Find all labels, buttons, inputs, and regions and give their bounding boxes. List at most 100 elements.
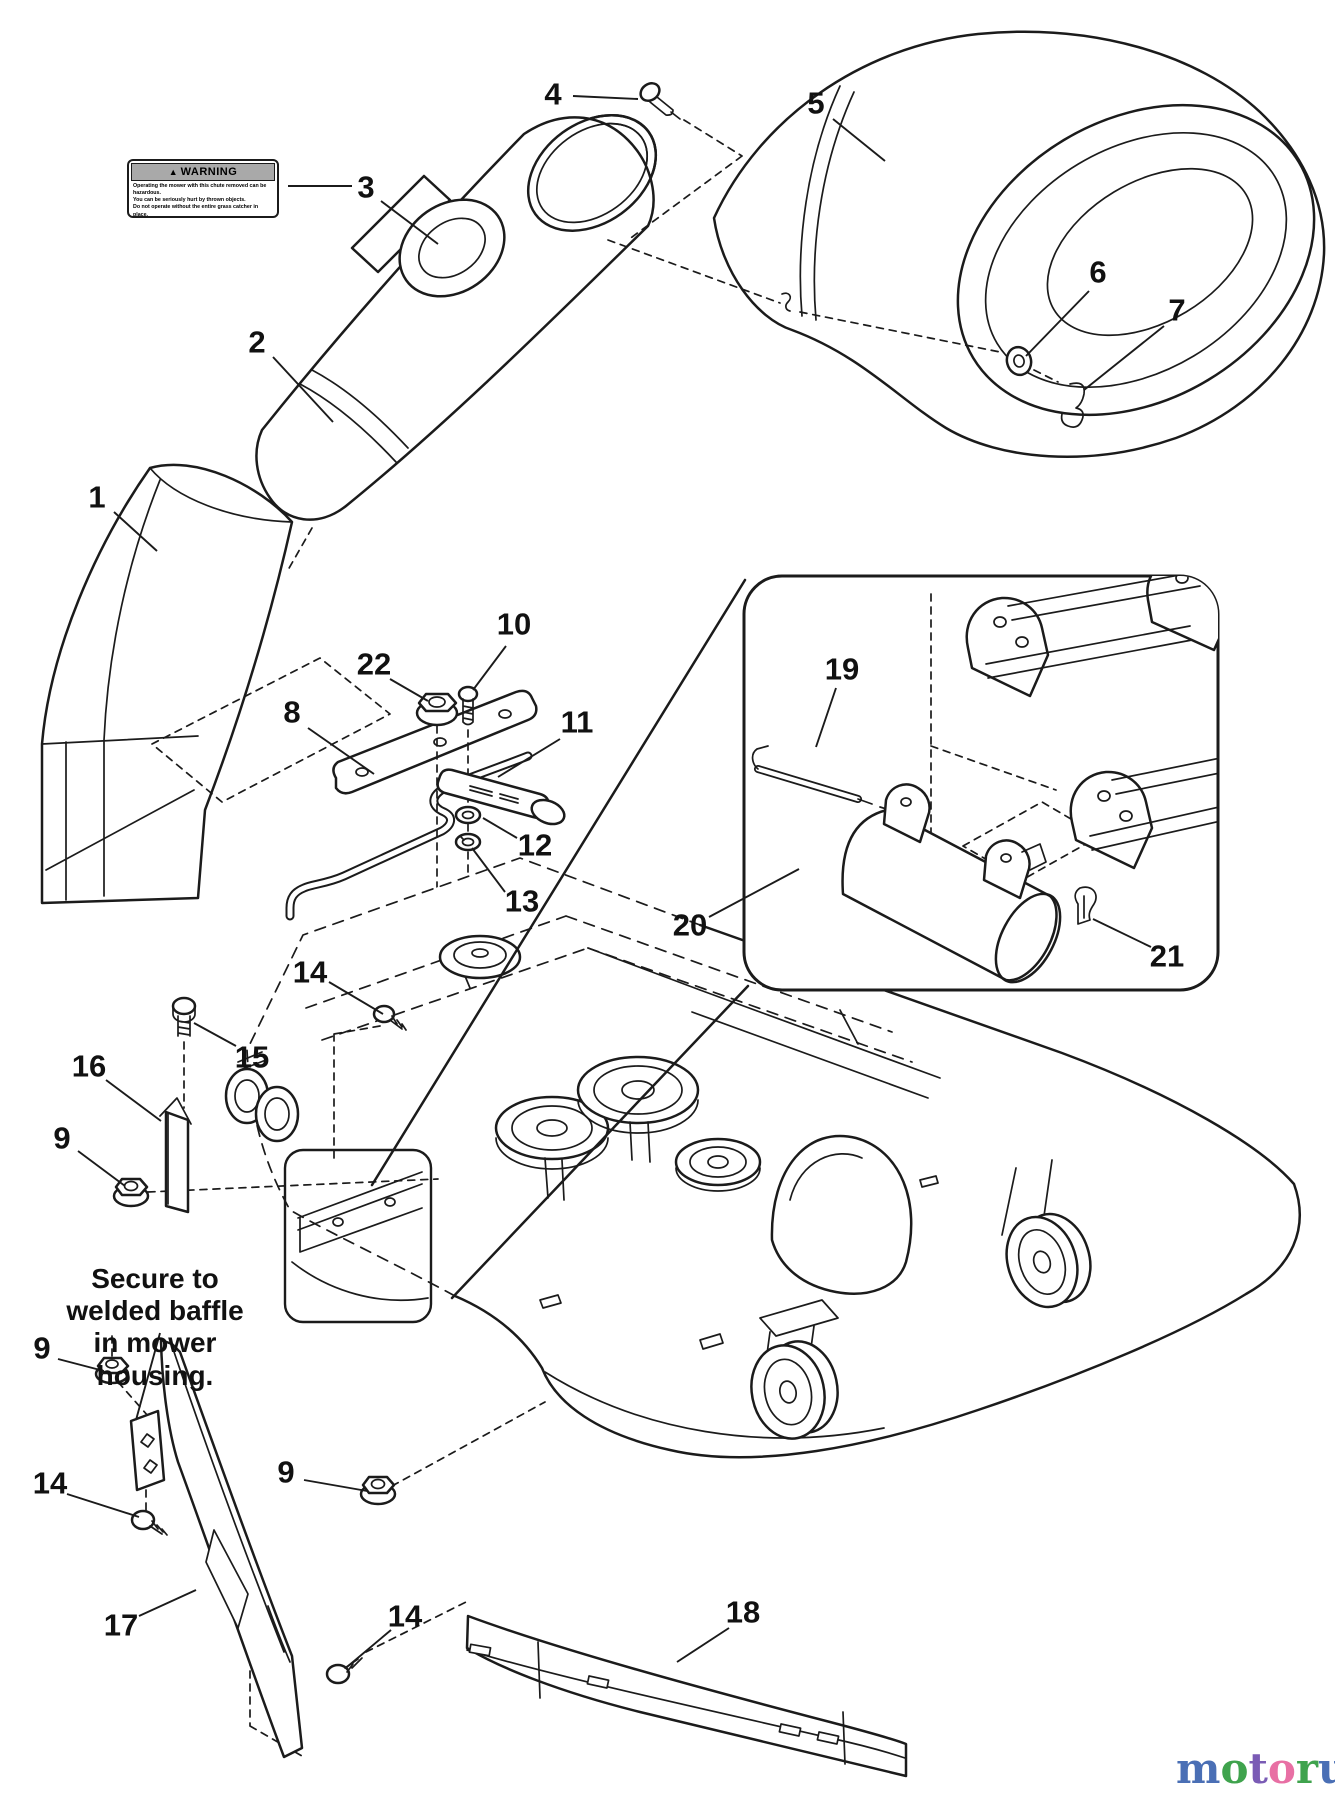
baffle-instruction-note: Secure to welded baffle in mower housing… <box>40 1263 270 1392</box>
watermark-letter: o <box>1220 1744 1249 1793</box>
baffle-17-assembly <box>94 1335 304 1759</box>
callout-14-leader <box>66 1493 140 1518</box>
callout-12-label: 12 <box>518 828 552 863</box>
callout-4-label: 4 <box>544 77 562 112</box>
callout-1-leader <box>113 511 158 552</box>
note-line-1: Secure to welded baffle <box>66 1263 244 1327</box>
lower-mount-bracket <box>1069 749 1218 870</box>
callout-6-leader <box>1025 290 1090 357</box>
left-gauge-wheels <box>224 1051 300 1143</box>
watermark-letter: r <box>1295 1744 1319 1793</box>
callout-9-leader <box>303 1479 368 1492</box>
flange-nut-9-left <box>94 1356 130 1385</box>
hook-icon <box>781 292 792 312</box>
callout-5-leader <box>832 118 886 162</box>
hidden-join-line <box>287 527 313 571</box>
callout-20-label: 20 <box>673 908 707 943</box>
hairpin-cotter-7 <box>1060 382 1086 428</box>
callout-15-label: 15 <box>235 1040 269 1075</box>
callout-19-leader <box>815 687 837 748</box>
callout-13-label: 13 <box>505 884 539 919</box>
part-2-upper-chute <box>255 114 658 521</box>
watermark-letter: m <box>1176 1744 1221 1793</box>
callout-14-label: 14 <box>33 1466 68 1501</box>
warning-line-1: Operating the mower with this chute remo… <box>133 183 267 189</box>
warning-header-band: ▲ WARNING <box>131 163 275 181</box>
flange-nut-9-mid <box>359 1475 397 1506</box>
chute-latch-hardware <box>151 657 566 953</box>
callout-11-label: 11 <box>561 705 594 740</box>
warning-triangle-icon: ▲ <box>168 166 178 177</box>
carriage-bolt-10 <box>457 685 479 726</box>
roller-cylinder-20 <box>841 783 1062 984</box>
screw-14-mid <box>325 1657 363 1685</box>
deck-dome <box>438 934 522 980</box>
callout-9-leader <box>77 1150 126 1187</box>
watermark-logo: motoruf.de <box>1176 1748 1335 1790</box>
callout-3-leader <box>380 200 439 245</box>
callout-19-label: 19 <box>825 652 859 687</box>
warning-line-2: hazardous. <box>133 190 161 197</box>
callout-16-label: 16 <box>72 1049 106 1084</box>
strap-plate <box>332 689 538 795</box>
callout-22-leader <box>389 678 429 702</box>
callout-22-label: 22 <box>357 647 391 682</box>
spindle-pulleys <box>494 1055 762 1201</box>
bolt-15 <box>171 996 197 1037</box>
callout-8-leader <box>307 727 375 775</box>
callout-14-label: 14 <box>293 955 328 990</box>
watermark-letter: o <box>1267 1744 1296 1793</box>
discharge-cover <box>770 1134 913 1295</box>
part-6-7-hardware <box>607 239 1086 428</box>
note-line-2: in mower housing. <box>93 1327 217 1391</box>
extra-leader-line-1 <box>135 1332 161 1421</box>
callout-9-label: 9 <box>33 1331 50 1366</box>
callout-9-label: 9 <box>277 1455 294 1490</box>
callout-10-leader <box>472 645 507 691</box>
callout-21-label: 21 <box>1150 939 1184 974</box>
right-caster-wheel <box>1001 1159 1092 1309</box>
flange-nut-9-upper <box>112 1177 150 1208</box>
callout-3-label: 3 <box>357 170 374 205</box>
part-3-handle-plate <box>350 174 506 298</box>
callout-21-leader <box>1092 918 1152 948</box>
watermark-letter: t <box>1248 1744 1268 1793</box>
left-mount-hardware <box>112 996 439 1214</box>
screw-14-left <box>130 1509 168 1536</box>
callout-10-label: 10 <box>497 607 531 642</box>
washer-12 <box>454 805 482 825</box>
callout-14-label: 14 <box>388 1599 423 1634</box>
callout-16-leader <box>105 1079 162 1122</box>
callout-18-leader <box>676 1627 730 1663</box>
callout-13-leader <box>471 847 506 893</box>
front-trim-strip-18 <box>465 1614 908 1778</box>
callout-11-leader <box>497 738 561 778</box>
callout-5-label: 5 <box>807 86 824 121</box>
callout-4-leader <box>572 95 639 100</box>
callout-7-label: 7 <box>1168 293 1185 328</box>
watermark-letters: motoruf <box>1176 1744 1335 1793</box>
callout-20-leader <box>708 868 800 918</box>
warning-line-3: You can be seriously hurt by thrown obje… <box>133 197 246 204</box>
mower-deck <box>224 857 1301 1459</box>
callout-15-leader <box>193 1022 237 1047</box>
callout-14-leader <box>328 981 384 1015</box>
callout-8-label: 8 <box>283 695 300 730</box>
callout-9-label: 9 <box>53 1121 70 1156</box>
mount-area-highlight <box>283 1148 433 1324</box>
inset-detail-box <box>742 574 1220 992</box>
front-strip-18-assembly <box>325 1401 908 1778</box>
callout-17-label: 17 <box>104 1608 138 1643</box>
callout-2-leader <box>272 356 334 423</box>
warning-title: WARNING <box>180 166 238 178</box>
part-5-discharge-elbow <box>712 30 1326 458</box>
callout-2-label: 2 <box>248 325 265 360</box>
callout-9-leader <box>57 1358 105 1372</box>
callout-14-leader <box>346 1629 392 1668</box>
warning-line-4: Do not operate without the entire grass … <box>133 204 259 218</box>
flange-nut-22 <box>415 692 459 727</box>
callout-6-label: 6 <box>1089 255 1106 290</box>
